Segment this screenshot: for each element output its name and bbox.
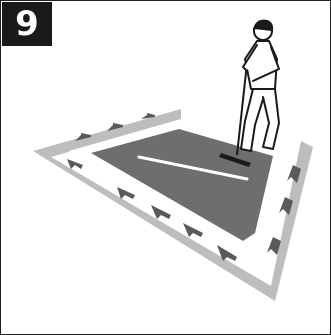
person-figure <box>241 21 279 151</box>
arrow-left-4 <box>183 223 203 237</box>
arrow-left-2 <box>117 187 135 199</box>
arrow-left-3 <box>151 205 171 219</box>
arrow-left-1 <box>67 159 83 169</box>
person-right-leg <box>263 89 279 149</box>
